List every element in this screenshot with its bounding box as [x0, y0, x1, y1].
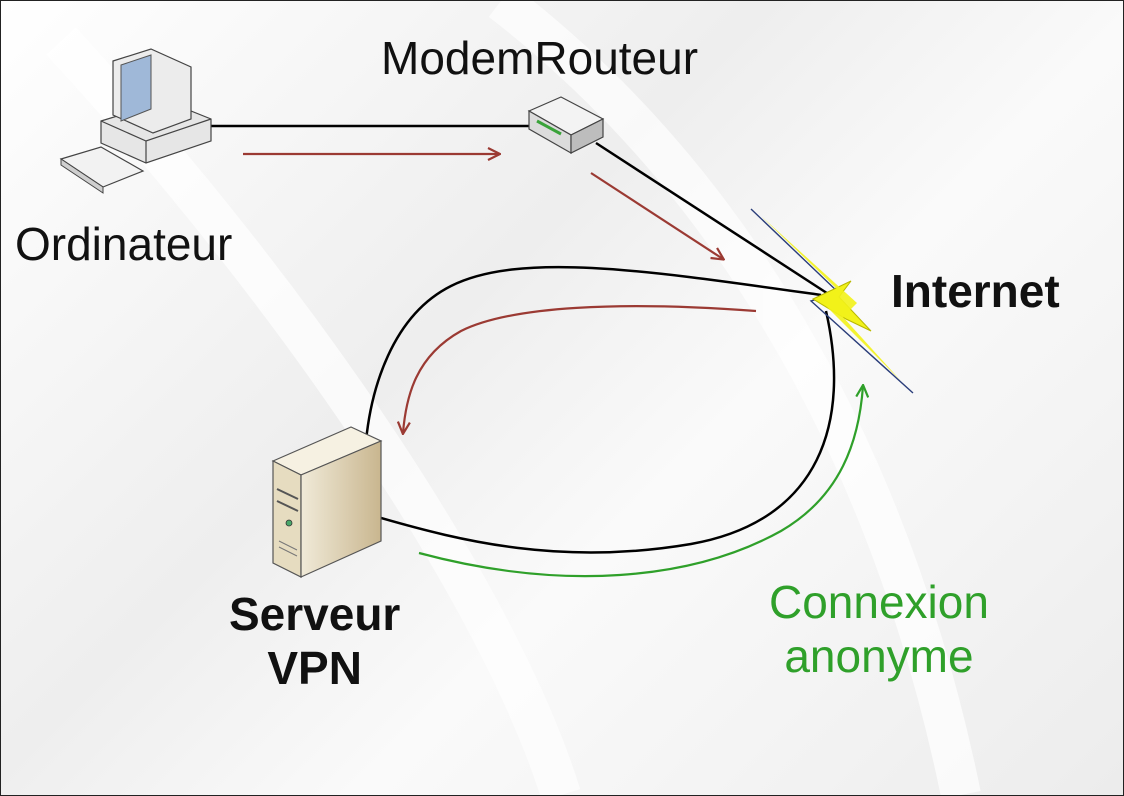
- link-router-internet: [595, 141, 837, 301]
- modem-router-icon: [527, 96, 605, 155]
- arrow-server-to-internet: [418, 386, 863, 578]
- server-tower-icon: [271, 426, 383, 578]
- arrow-internet-to-server: [403, 305, 757, 433]
- router-label: ModemRouteur: [381, 32, 699, 84]
- network-links: [211, 124, 837, 554]
- lightning-bolt-icon: [750, 208, 914, 394]
- traffic-arrows: [243, 154, 757, 433]
- anonymous-connection-line1: Connexion: [769, 576, 989, 628]
- internet-label: Internet: [891, 265, 1060, 317]
- server-label: Serveur VPN: [229, 587, 400, 695]
- server-label-line2: VPN: [267, 642, 362, 694]
- server-label-line1: Serveur: [229, 588, 401, 640]
- arrow-router-to-internet: [590, 172, 723, 259]
- anonymous-connection-line2: anonyme: [784, 630, 974, 682]
- anonymous-connection-label: Connexion anonyme: [769, 575, 989, 683]
- computer-label: Ordinateur: [15, 218, 233, 270]
- link-internet-server-bottom: [380, 310, 836, 554]
- desktop-computer-icon: [59, 48, 212, 194]
- link-internet-server-top: [364, 265, 822, 442]
